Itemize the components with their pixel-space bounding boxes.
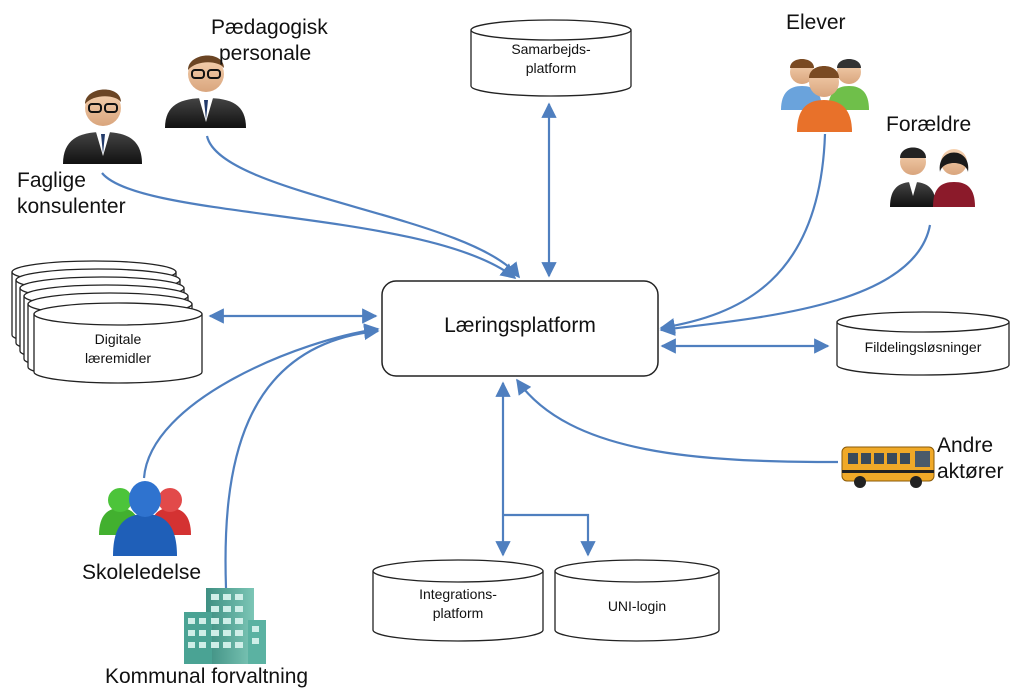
samarbejds-label-line1: Samarbejds- <box>511 41 591 57</box>
andre-label: Andre aktører <box>937 433 1004 485</box>
integrations-label-line1: Integrations- <box>419 586 497 602</box>
skoleledelse-group-icon <box>99 481 191 556</box>
arrow-unilogin <box>503 513 596 557</box>
foraeldre-couple-icon <box>890 147 975 207</box>
connectors <box>101 102 932 589</box>
arrow-faglige <box>101 172 517 279</box>
center-box <box>381 280 659 377</box>
andre-label-line1: Andre <box>937 434 994 457</box>
unilogin-label: UNI-login <box>607 598 667 614</box>
arrow-kommunal <box>224 324 380 589</box>
arrow-skoleledelse <box>142 323 380 479</box>
unilogin-cylinder <box>554 559 720 642</box>
building-icon <box>184 588 266 664</box>
faglige-label-line1: Faglige <box>17 169 86 192</box>
faglige-person-icon <box>63 89 142 164</box>
paedagogisk-label-line1: Pædagogisk <box>211 16 328 39</box>
elever-label: Elever <box>786 11 846 34</box>
skoleledelse-label: Skoleledelse <box>82 561 202 584</box>
digitale-label-line2: læremidler <box>84 350 152 366</box>
digitale-label-line1: Digitale <box>94 331 142 347</box>
fildeling-label: Fildelingsløsninger <box>864 339 982 355</box>
samarbejds-label-line2: platform <box>525 60 577 76</box>
samarbejds-label: Samarbejds- platform <box>471 40 631 78</box>
paedagogisk-label: Pædagogisk personale <box>211 15 328 67</box>
digitale-label: Digitale læremidler <box>34 330 202 368</box>
center-label: Læringsplatform <box>444 314 596 337</box>
faglige-label-line2: konsulenter <box>17 195 126 218</box>
elever-group-icon <box>781 59 869 132</box>
fildeling-cylinder <box>836 311 1010 376</box>
arrow-foraeldre <box>659 224 932 336</box>
integrations-label: Integrations- platform <box>373 585 543 623</box>
kommunal-label: Kommunal forvaltning <box>105 665 309 688</box>
integrations-cylinder <box>372 559 544 642</box>
foraeldre-label: Forældre <box>886 113 972 136</box>
paedagogisk-person-icon <box>165 55 246 128</box>
faglige-label: Faglige konsulenter <box>17 168 126 220</box>
samarbejds-cylinder <box>470 19 632 97</box>
arrow-andre <box>516 378 839 464</box>
andre-label-line2: aktører <box>937 460 1004 483</box>
integrations-label-line2: platform <box>432 605 484 621</box>
digitale-cylinder-stack <box>11 260 203 384</box>
arrow-paedagogisk <box>205 135 520 279</box>
arrow-elever <box>659 133 827 334</box>
paedagogisk-label-line2: personale <box>219 42 312 65</box>
bus-icon <box>841 446 935 488</box>
